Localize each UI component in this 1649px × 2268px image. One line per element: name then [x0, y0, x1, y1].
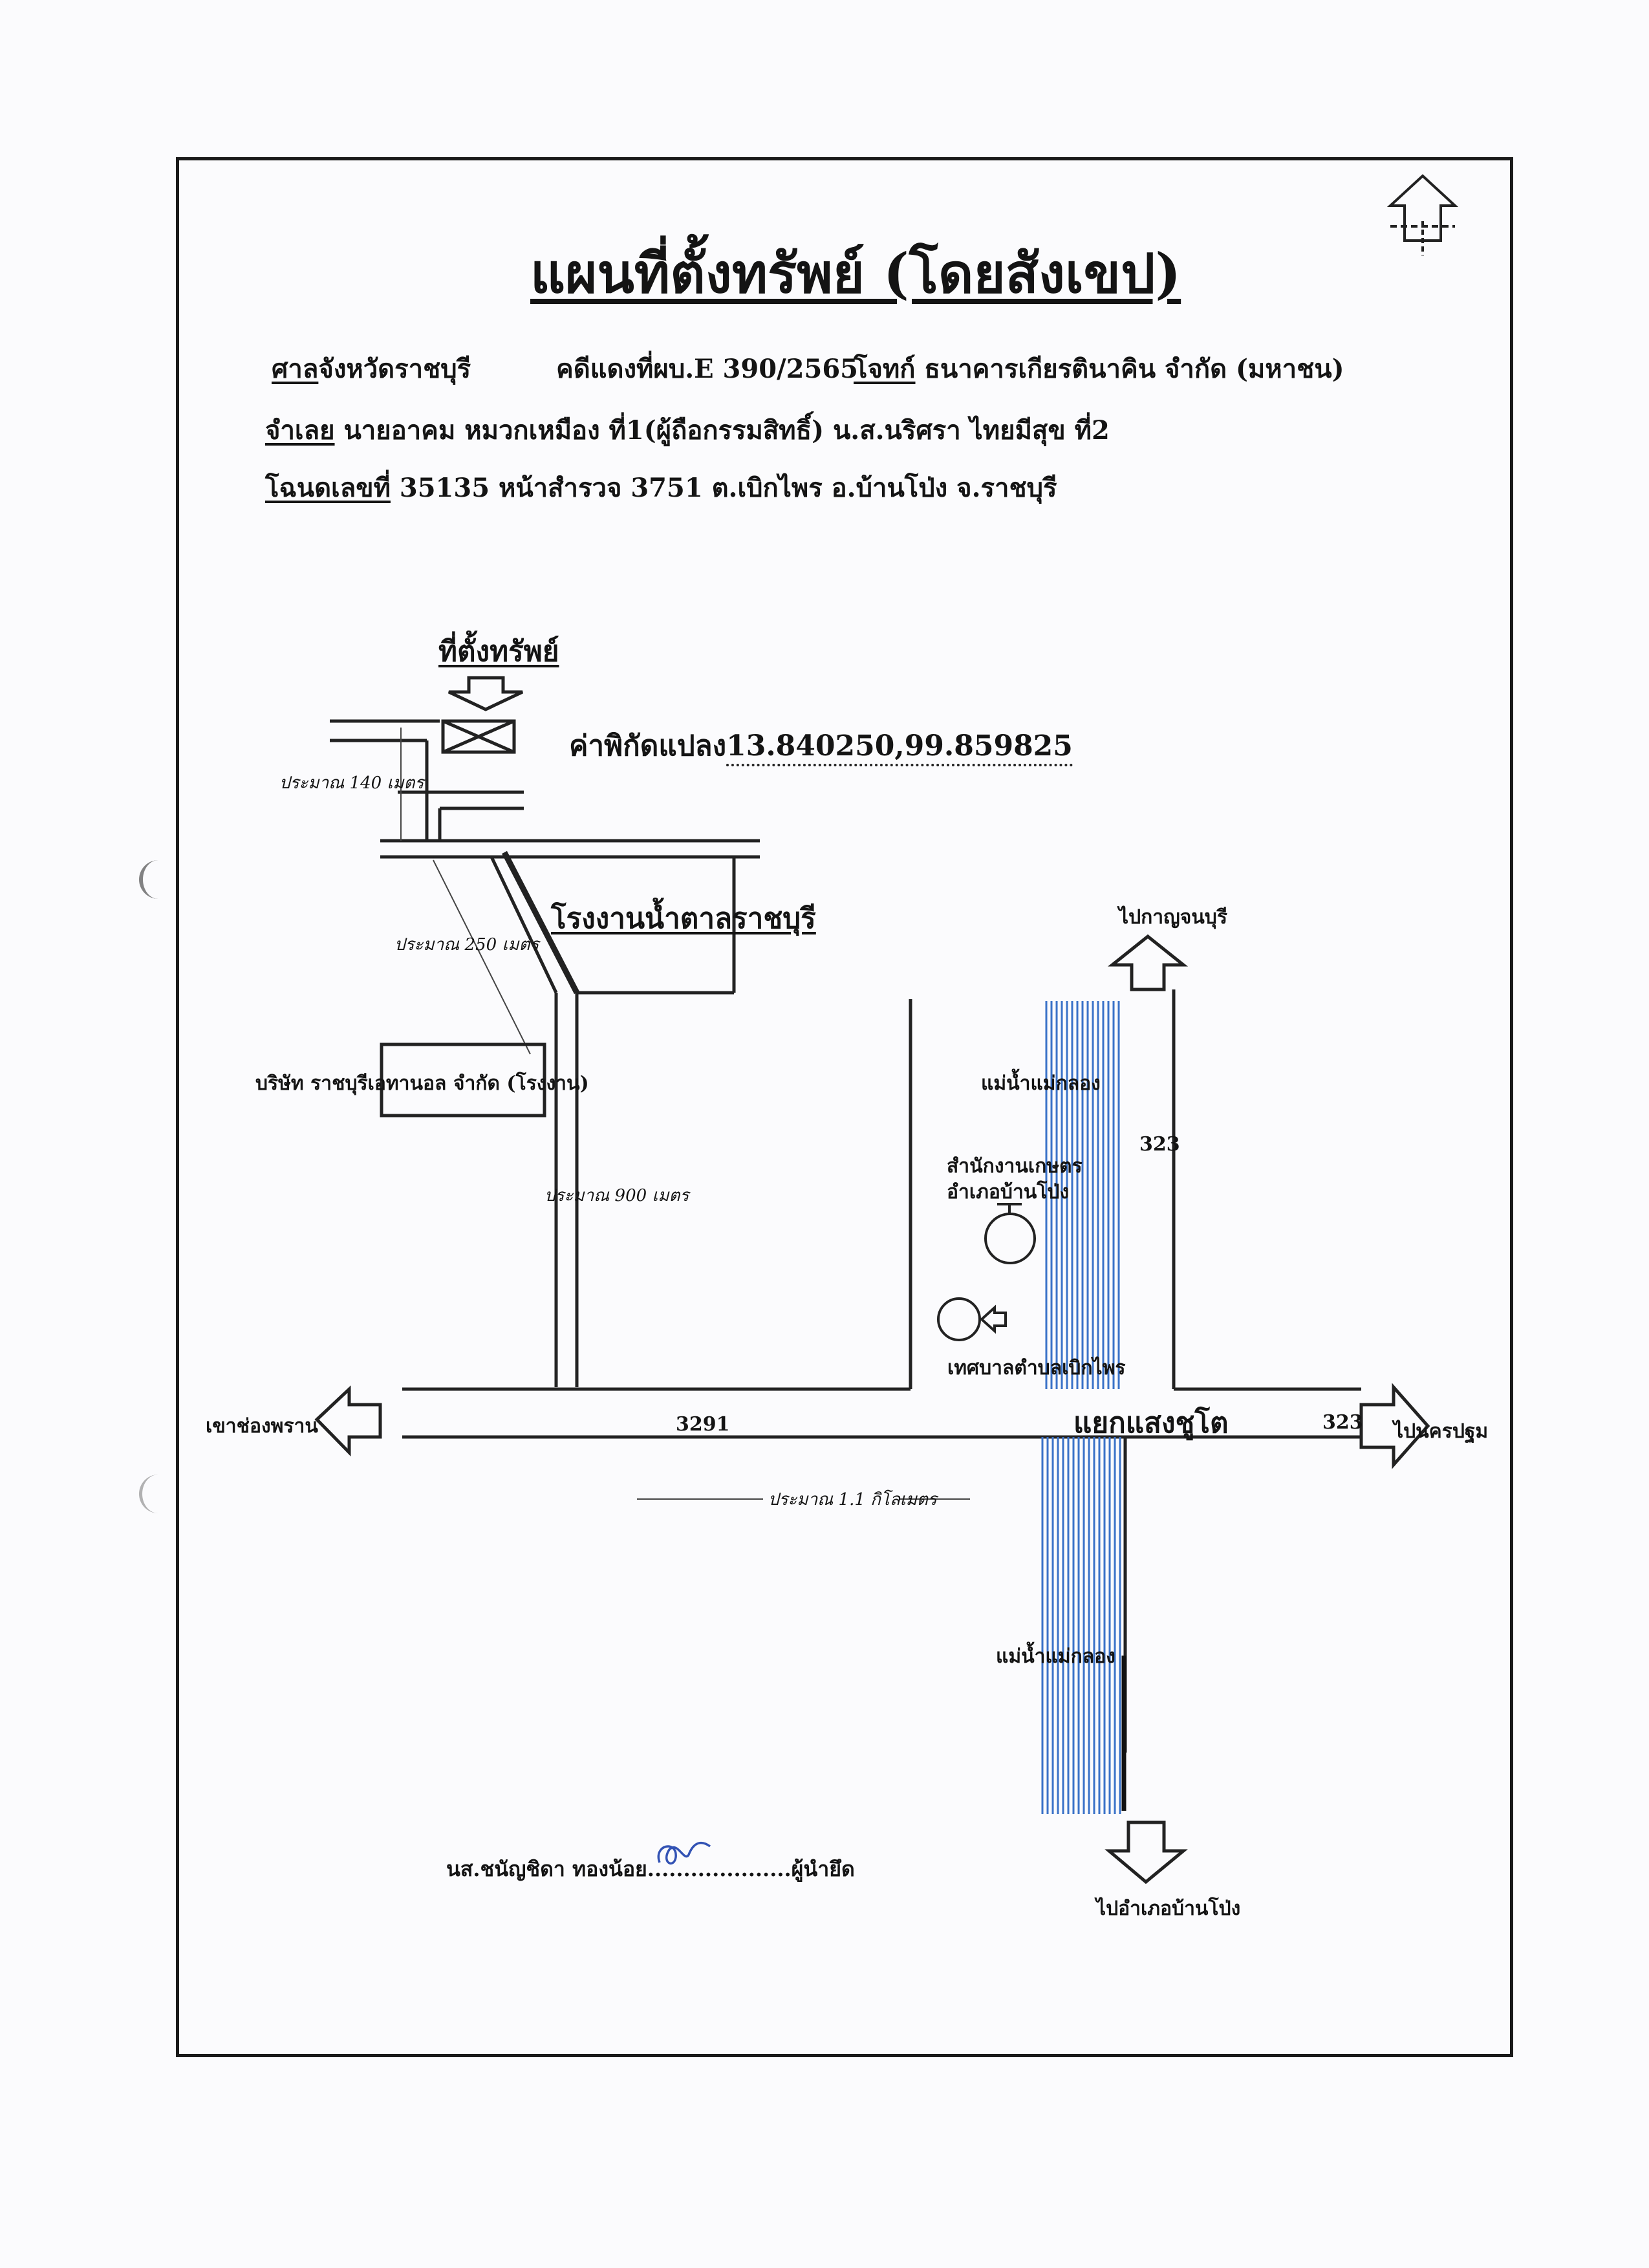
distance-250m-label: ประมาณ 250 เมตร: [394, 935, 539, 955]
signer-name: นส.ชนัญชิดา ทองน้อย: [446, 1857, 647, 1881]
coordinates-line: ค่าพิกัดแปลง13.840250,99.859825: [569, 723, 1073, 768]
river-label-bottom: แม่น้ำแม่กลอง: [996, 1645, 1116, 1668]
defendant-line: จำเลย นายอาคม หมวกเหมือง ที่1(ผู้ถือกรรม…: [265, 409, 1110, 451]
arrow-left-khaochongpran-icon: [314, 1385, 382, 1457]
arrow-up-kanchanaburi-icon: [1107, 934, 1189, 991]
company-label: บริษัท ราชบุรีเอทานอล จำกัด (โรงงาน): [255, 1072, 589, 1095]
arrow-right-nakhonpathom-icon: [1359, 1383, 1430, 1469]
road-3291: [402, 1387, 1361, 1439]
company-building-icon: [380, 1042, 546, 1118]
to-kanchanaburi-label: ไปกาญจนบุรี: [1119, 906, 1227, 929]
road-3291-label: 3291: [676, 1413, 730, 1436]
sugar-factory-label: โรงงานน้ำตาลราชบุรี: [551, 902, 816, 935]
to-khaochongpran-label: เขาช่องพราน: [206, 1415, 318, 1438]
arrow-down-banpong-icon: [1105, 1820, 1188, 1885]
defendant-value: นายอาคม หมวกเหมือง ที่1(ผู้ถือกรรมสิทธิ์…: [334, 415, 1110, 446]
agriculture-office-line2: อำเภอบ้านโป่ง: [947, 1181, 1070, 1204]
signature-dots: ....................: [647, 1857, 792, 1881]
distance-900m-label: ประมาณ 900 เมตร: [544, 1186, 689, 1205]
plaintiff-line: โจทก์ ธนาคารเกียรตินาคิน จำกัด (มหาชน): [854, 348, 1344, 389]
distance-guides: [400, 728, 970, 1500]
municipality-label: เทศบาลตำบลเบิกไพร: [947, 1357, 1126, 1379]
property-plot-icon: [441, 719, 516, 754]
river-lines: [1045, 1001, 1120, 1389]
deed-value: 35135 หน้าสำรวจ 3751 ต.เบิกไพร อ.บ้านโป่…: [390, 473, 1057, 503]
signer-role: ผู้นำยึด: [791, 1857, 855, 1881]
municipality-office-icon: [937, 1297, 1007, 1341]
map-frame: [176, 157, 1513, 2057]
signature-line: นส.ชนัญชิดา ทองน้อย....................ผ…: [446, 1853, 855, 1886]
deed-label: โฉนดเลขที่: [265, 473, 391, 503]
scan-hole-mark: [139, 1474, 175, 1513]
scan-hole-mark: [139, 860, 175, 899]
deed-line: โฉนดเลขที่ 35135 หน้าสำรวจ 3751 ต.เบิกไพ…: [265, 467, 1057, 508]
defendant-label: จำเลย: [265, 415, 335, 446]
agriculture-office-line1: สำนักงานเกษตร: [947, 1155, 1083, 1178]
road-323-label-right: 323: [1322, 1411, 1363, 1434]
sangchuto-junction-label: แยกแสงชูโต: [1073, 1407, 1229, 1440]
case-number: คดีแดงที่ผบ.E 390/2565: [556, 354, 858, 384]
page-title: แผนที่ตั้งทรัพย์ (โดยสังเขป): [530, 241, 1181, 305]
court-line: ศาลจังหวัดราชบุรี: [272, 348, 471, 389]
access-roads: [330, 719, 760, 1387]
court-value: จังหวัดราชบุรี: [318, 354, 471, 384]
signature-scribble: [657, 1841, 711, 1865]
coordinates-value: 13.840250,99.859825: [726, 729, 1073, 766]
coordinates-label: ค่าพิกัดแปลง: [569, 729, 727, 762]
distance-1-1km-label: ประมาณ 1.1 กิโลเมตร: [768, 1490, 937, 1509]
river-lines: [1041, 1437, 1121, 1814]
agriculture-office-icon: [984, 1203, 1036, 1264]
property-location-label: ที่ตั้งทรัพย์: [438, 635, 559, 668]
plaintiff-value: ธนาคารเกียรตินาคิน จำกัด (มหาชน): [915, 354, 1344, 384]
property-marker-arrow-icon: [447, 676, 524, 711]
court-label: ศาล: [272, 354, 319, 384]
to-banpong-label: ไปอำเภอบ้านโป่ง: [1096, 1897, 1241, 1920]
to-nakhonpathom-label: ไปนครปฐม: [1394, 1420, 1489, 1443]
road-323-label-top: 323: [1139, 1133, 1180, 1156]
river-label-top: แม่น้ำแม่กลอง: [981, 1072, 1101, 1095]
plaintiff-label: โจทก์: [854, 354, 916, 384]
north-arrow-icon: [1386, 174, 1459, 255]
distance-140m-label: ประมาณ 140 เมตร: [279, 773, 424, 793]
